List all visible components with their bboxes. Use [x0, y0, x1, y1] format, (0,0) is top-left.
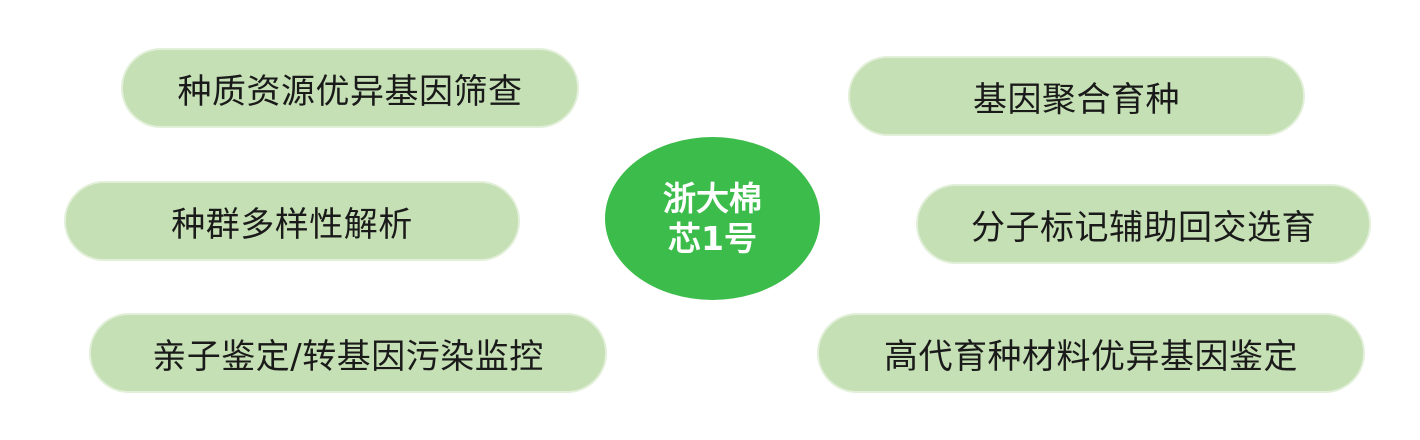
- pill-label: 分子标记辅助回交选育: [971, 207, 1316, 248]
- center-title-line2: 芯1号: [668, 218, 757, 258]
- pill-label: 亲子鉴定/转基因污染监控: [152, 336, 544, 377]
- pill-label: 高代育种材料优异基因鉴定: [884, 336, 1298, 377]
- pill-label: 种质资源优异基因筛查: [177, 71, 523, 112]
- pill-label: 种群多样性解析: [171, 204, 413, 245]
- pill-population-diversity: 种群多样性解析: [64, 181, 520, 261]
- pill-gene-pyramiding: 基因聚合育种: [848, 56, 1305, 136]
- pill-label: 基因聚合育种: [973, 79, 1180, 120]
- pill-germplasm-screening: 种质资源优异基因筛查: [121, 48, 579, 128]
- center-title-line1: 浙大棉: [663, 178, 762, 218]
- pill-marker-assisted-backcross: 分子标记辅助回交选育: [916, 184, 1371, 264]
- pill-advanced-breeding-gene-identification: 高代育种材料优异基因鉴定: [817, 313, 1365, 393]
- pill-parentage-gmo-monitoring: 亲子鉴定/转基因污染监控: [89, 313, 607, 393]
- center-node: 浙大棉 芯1号: [605, 137, 820, 300]
